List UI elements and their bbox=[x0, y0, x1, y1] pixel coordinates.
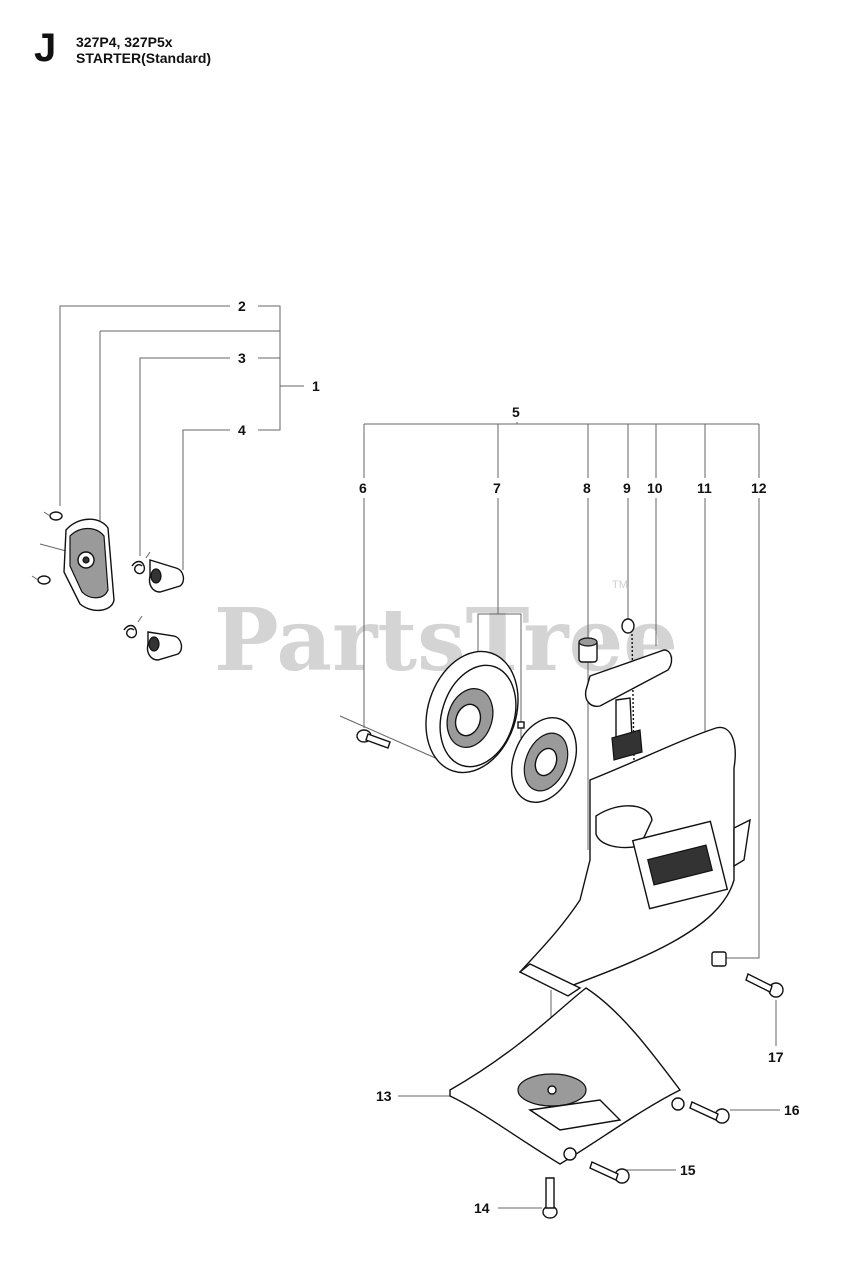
callout-11: 11 bbox=[697, 480, 712, 496]
callout-14: 14 bbox=[474, 1200, 490, 1216]
callout-3: 3 bbox=[238, 350, 246, 366]
callout-5: 5 bbox=[512, 404, 520, 420]
pawl-spring-lower bbox=[123, 615, 143, 639]
bushing-8 bbox=[578, 637, 598, 663]
spacer-12 bbox=[711, 951, 727, 967]
starter-screw-6 bbox=[356, 729, 391, 749]
housing-screw-17 bbox=[745, 973, 784, 998]
callout-10: 10 bbox=[647, 480, 663, 496]
cover-screw-16 bbox=[689, 1101, 730, 1124]
starter-housing-11 bbox=[518, 726, 751, 997]
callout-12: 12 bbox=[751, 480, 767, 496]
callout-7: 7 bbox=[493, 480, 501, 496]
callout-9: 9 bbox=[623, 480, 631, 496]
callout-16: 16 bbox=[784, 1102, 800, 1118]
callout-4: 4 bbox=[238, 422, 246, 438]
model-numbers: 327P4, 327P5x bbox=[76, 34, 173, 50]
callout-8: 8 bbox=[583, 480, 591, 496]
rope-pulley-7 bbox=[425, 650, 519, 774]
pawl-plate bbox=[63, 518, 115, 611]
pawl-lower bbox=[146, 631, 183, 661]
callout-1: 1 bbox=[312, 378, 320, 394]
section-letter: J bbox=[34, 26, 57, 70]
cover-screw-14 bbox=[542, 1177, 558, 1219]
leader-lines-group-1 bbox=[59, 305, 304, 570]
callout-13: 13 bbox=[376, 1088, 392, 1104]
starter-handle-10 bbox=[584, 649, 673, 761]
circlip-upper-icon bbox=[43, 511, 63, 521]
callout-6: 6 bbox=[359, 480, 367, 496]
cover-plate-13 bbox=[449, 987, 685, 1165]
pawl-spring-upper bbox=[131, 551, 151, 575]
pawl-upper bbox=[148, 559, 185, 593]
callout-2: 2 bbox=[238, 298, 246, 314]
callout-17: 17 bbox=[768, 1049, 784, 1065]
recoil-spring-7 bbox=[510, 716, 578, 804]
circlip-lower-icon bbox=[31, 575, 51, 585]
watermark-trademark: TM bbox=[612, 579, 628, 591]
callout-15: 15 bbox=[680, 1162, 696, 1178]
leader-lines-group-5 bbox=[39, 422, 780, 1209]
section-title: STARTER(Standard) bbox=[76, 50, 212, 66]
cover-screw-15 bbox=[589, 1161, 630, 1184]
